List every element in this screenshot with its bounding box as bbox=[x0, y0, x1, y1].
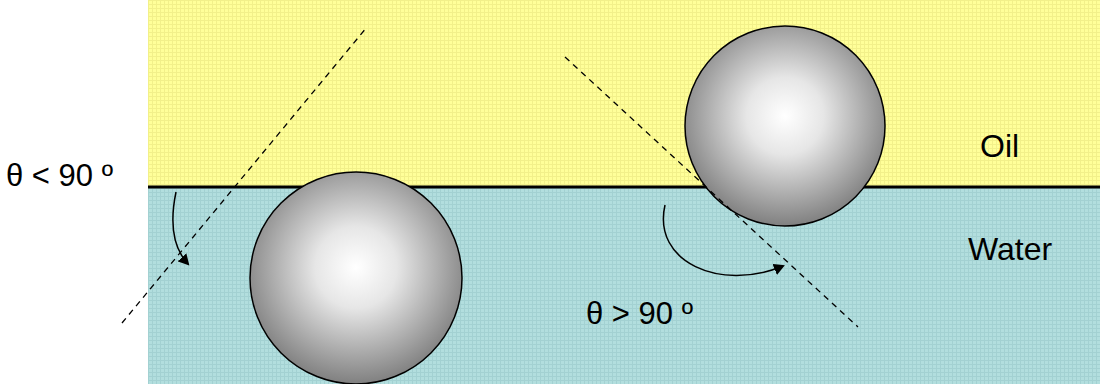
oil-band: Oil bbox=[148, 0, 1100, 187]
particle bbox=[685, 26, 885, 226]
interface-line bbox=[148, 186, 1100, 189]
particle bbox=[250, 172, 462, 384]
angle-arc bbox=[173, 192, 188, 264]
water-band: Water bbox=[148, 187, 1100, 384]
angle-label: θ > 90 º bbox=[584, 296, 695, 332]
oil-fill bbox=[148, 0, 1100, 187]
region-label: Oil bbox=[980, 128, 1019, 165]
angle-arc bbox=[663, 205, 783, 275]
tangent-line bbox=[122, 27, 367, 323]
angle-label: θ < 90 º bbox=[4, 158, 115, 194]
region-label: Water bbox=[968, 231, 1052, 268]
tangent-line bbox=[565, 57, 858, 327]
